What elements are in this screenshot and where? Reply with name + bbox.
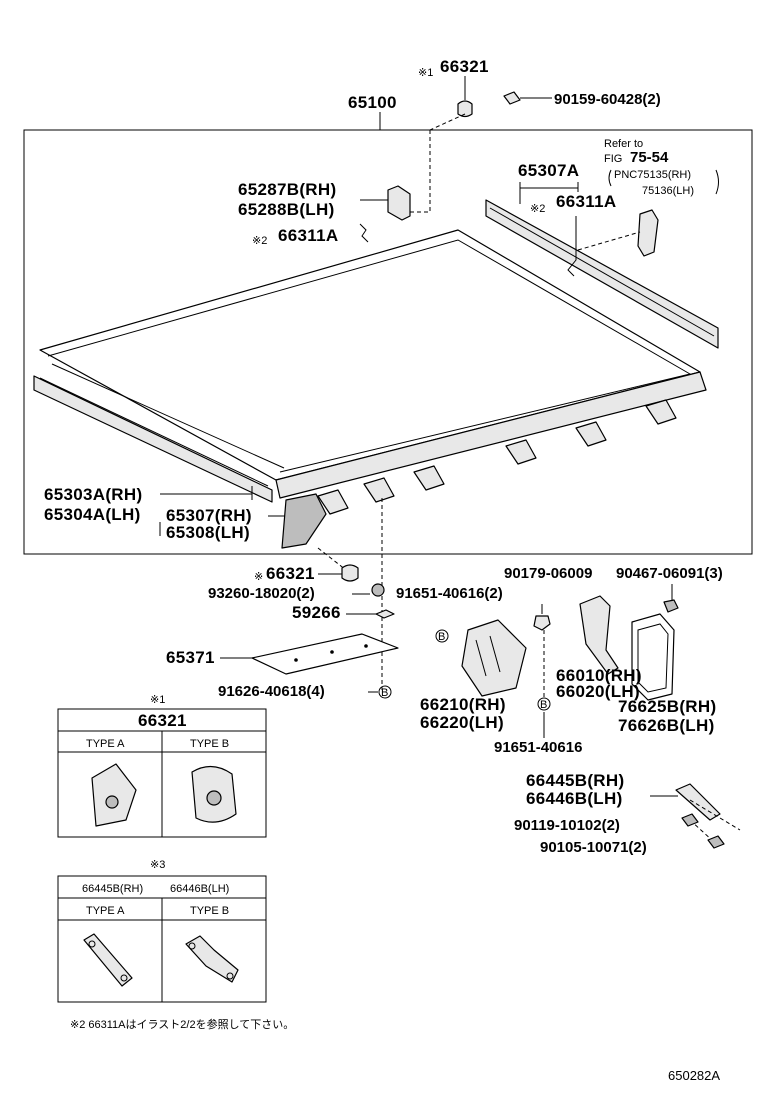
- inset1-title: 66321: [138, 711, 187, 730]
- label-76625B[interactable]: 76625B(RH): [618, 697, 716, 716]
- bolt-b-mark-2: B: [438, 631, 445, 643]
- label-90159-60428[interactable]: 90159-60428(2): [554, 91, 661, 108]
- label-65303A[interactable]: 65303A(RH): [44, 485, 142, 504]
- bracket-65287B: [387, 185, 411, 221]
- bolt-b-left: [435, 629, 449, 643]
- clip-66311A-right: [567, 216, 577, 277]
- inset1-type-a: TYPE A: [86, 738, 125, 750]
- label-66210[interactable]: 66210(RH): [420, 695, 506, 714]
- stay-66445B: [675, 783, 721, 821]
- bolt-b-91626: [378, 685, 392, 699]
- bracket-75135: [637, 209, 659, 257]
- label-65288B[interactable]: 65288B(LH): [238, 200, 335, 219]
- label-65307A[interactable]: 65307A: [518, 161, 579, 180]
- washer-59266: [375, 609, 395, 619]
- ref-mark-2-right: ※2: [530, 203, 545, 215]
- bracket-66010: [579, 595, 619, 675]
- clip-66311A-left: [359, 223, 369, 243]
- label-66321-mid[interactable]: 66321: [266, 564, 315, 583]
- label-66220[interactable]: 66220(LH): [420, 713, 504, 732]
- label-91651-40616-a[interactable]: 91651-40616(2): [396, 585, 503, 602]
- label-90119-10102[interactable]: 90119-10102(2): [514, 817, 620, 834]
- footnote: ※2 66311Aはイラスト2/2を参照して下さい。: [70, 1017, 294, 1031]
- label-91651-40616-b[interactable]: 91651-40616: [494, 739, 582, 756]
- cap-66321-mid: [341, 564, 359, 582]
- bracket-65307: [281, 493, 327, 549]
- nut-90179: [533, 615, 551, 631]
- label-66311A-left[interactable]: 66311A: [278, 226, 338, 245]
- refer-fig-number[interactable]: 75-54: [630, 149, 669, 166]
- label-65371[interactable]: 65371: [166, 648, 215, 667]
- rail-front: [275, 371, 707, 499]
- ref-mark-66321-mid: ※: [254, 571, 263, 583]
- label-90467-06091[interactable]: 90467-06091(3): [616, 565, 723, 582]
- label-76626B[interactable]: 76626B(LH): [618, 716, 715, 735]
- inset3-title-rh: 66445B(RH): [82, 883, 143, 895]
- refer-to-line1: Refer to: [604, 138, 643, 150]
- refer-to-line2: FIG: [604, 153, 622, 165]
- rail-65307A: [485, 199, 719, 349]
- label-65287B[interactable]: 65287B(RH): [238, 180, 336, 199]
- bolt-93260: [371, 583, 385, 597]
- ref-mark-1-top: ※1: [418, 67, 433, 79]
- pnc-line1: PNC75135(RH): [614, 169, 691, 181]
- inset1-mark: ※1: [150, 694, 165, 706]
- label-90179-06009[interactable]: 90179-06009: [504, 565, 592, 582]
- label-66010[interactable]: 66010(RH): [556, 666, 642, 685]
- inset3-mark: ※3: [150, 859, 165, 871]
- rail-65303A: [33, 375, 273, 503]
- bolt-b-mark-1: B: [381, 687, 388, 699]
- label-91626-40618[interactable]: 91626-40618(4): [218, 683, 325, 700]
- inset3-type-a: TYPE A: [86, 905, 125, 917]
- bolt-b-mark-3: B: [540, 699, 547, 711]
- pnc-line2: 75136(LH): [642, 185, 694, 197]
- cap-type-a: [91, 763, 137, 827]
- label-90105-10071[interactable]: 90105-10071(2): [540, 839, 647, 856]
- inset3-title-lh: 66446B(LH): [170, 883, 229, 895]
- label-66445B[interactable]: 66445B(RH): [526, 771, 624, 790]
- label-65304A[interactable]: 65304A(LH): [44, 505, 141, 524]
- ref-mark-2-left: ※2: [252, 235, 267, 247]
- label-66446B[interactable]: 66446B(LH): [526, 789, 623, 808]
- plate-65371: [251, 633, 399, 675]
- stay-type-a: [83, 933, 133, 987]
- bolt-b-right: [537, 697, 551, 711]
- stay-type-b: [185, 935, 239, 983]
- label-66311A-right[interactable]: 66311A: [556, 192, 616, 211]
- label-65100[interactable]: 65100: [348, 93, 397, 112]
- assembly-frame: [23, 129, 753, 555]
- label-66020[interactable]: 66020(LH): [556, 682, 640, 701]
- inset3-type-b: TYPE B: [190, 905, 229, 917]
- label-59266[interactable]: 59266: [292, 603, 341, 622]
- label-65308[interactable]: 65308(LH): [166, 523, 250, 542]
- label-93260-18020[interactable]: 93260-18020(2): [208, 585, 315, 602]
- mudguard-66210: [461, 619, 527, 697]
- bolt-90105: [707, 835, 725, 849]
- label-65307[interactable]: 65307(RH): [166, 506, 252, 525]
- cross-members: [317, 399, 677, 515]
- figure-id: 650282A: [668, 1068, 720, 1083]
- cap-66321-top: [457, 100, 473, 118]
- mudflap-76625B: [631, 613, 675, 701]
- label-66321-top[interactable]: 66321: [440, 57, 489, 76]
- bolt-90119: [681, 813, 699, 827]
- clip-90467: [663, 599, 679, 613]
- inset1-type-b: TYPE B: [190, 738, 229, 750]
- bolt-90159: [503, 91, 521, 105]
